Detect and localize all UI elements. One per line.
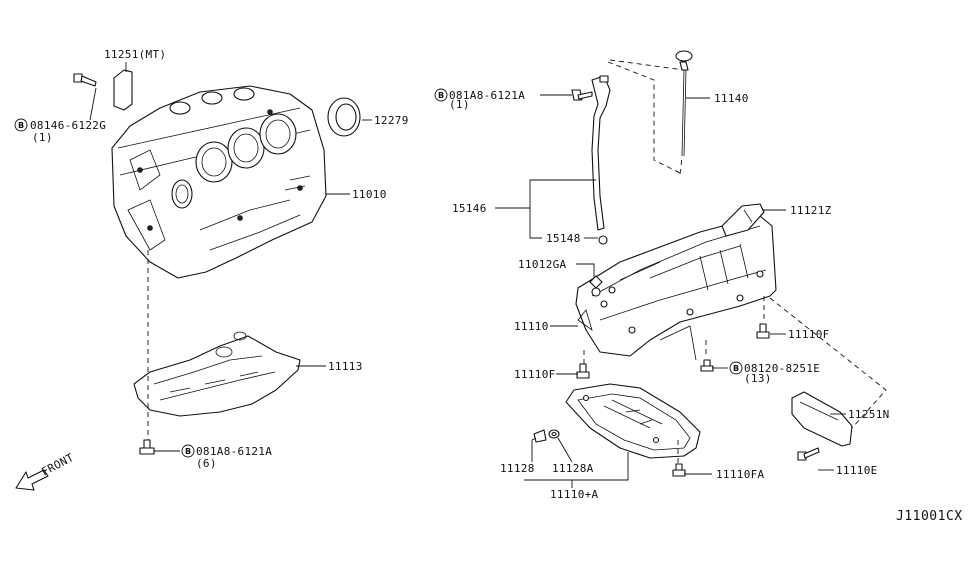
label-11110f-left[interactable]: 11110F xyxy=(514,368,556,381)
oil-seal-12279[interactable] xyxy=(327,97,361,137)
engine-block-11010[interactable] xyxy=(73,69,327,279)
bolt-08120-8251e[interactable] xyxy=(700,359,714,372)
label-11128a[interactable]: 11128A xyxy=(552,462,594,475)
label-11140[interactable]: 11140 xyxy=(714,92,749,105)
baffle-plate-11113[interactable] xyxy=(133,331,301,417)
bolt-symbol-081a8-top: B xyxy=(434,88,448,102)
bolt-11110f-left[interactable] xyxy=(576,363,590,379)
label-12279[interactable]: 12279 xyxy=(374,114,409,127)
label-11110e[interactable]: 11110E xyxy=(836,464,878,477)
label-08146-qty: (1) xyxy=(32,131,53,144)
assembly-dashed-lines xyxy=(147,59,887,464)
dipstick-11140[interactable] xyxy=(675,50,693,157)
bolt-symbol-text: B xyxy=(438,91,444,100)
label-11012ga[interactable]: 11012GA xyxy=(518,258,567,271)
sensor-11251mt[interactable] xyxy=(113,69,133,111)
label-15146[interactable]: 15146 xyxy=(452,202,487,215)
front-arrow-icon xyxy=(15,469,49,491)
drain-plug-11128[interactable] xyxy=(533,429,547,443)
label-08146-6122g[interactable]: 08146-6122G xyxy=(30,119,106,132)
label-11128[interactable]: 11128 xyxy=(500,462,535,475)
label-11251n[interactable]: 11251N xyxy=(848,408,890,421)
label-11110[interactable]: 11110 xyxy=(514,320,549,333)
label-15148[interactable]: 15148 xyxy=(546,232,581,245)
bolt-symbol-08146: B xyxy=(14,118,28,132)
o-ring-15148[interactable] xyxy=(598,235,608,245)
label-081a8-bottom-qty: (6) xyxy=(196,457,217,470)
oil-pan-lower-11110a[interactable] xyxy=(565,383,701,459)
leader-lines xyxy=(89,62,846,488)
bolt-symbol-081a8-bottom: B xyxy=(181,444,195,458)
label-11121z[interactable]: 11121Z xyxy=(790,204,832,217)
label-081a8-6121a-top[interactable]: 081A8-6121A xyxy=(449,89,525,102)
label-11110fa[interactable]: 11110FA xyxy=(716,468,765,481)
diagram-code: J11001CX xyxy=(896,509,963,524)
part-labels: 11251(MT) 08146-6122G (1) 12279 11010 11… xyxy=(30,48,890,501)
strainer-11121z[interactable] xyxy=(721,203,765,237)
label-11010[interactable]: 11010 xyxy=(352,188,387,201)
label-11110f-right[interactable]: 11110F xyxy=(788,328,830,341)
bolt-081a8-6121a-bottom[interactable] xyxy=(139,439,155,455)
bolt-11110f-right[interactable] xyxy=(756,323,770,339)
bolt-symbol-text: B xyxy=(18,121,24,130)
bolt-11110e[interactable] xyxy=(797,447,820,461)
front-indicator: FRONT xyxy=(15,451,76,491)
cover-11251n[interactable] xyxy=(791,391,853,447)
label-11113[interactable]: 11113 xyxy=(328,360,363,373)
label-081a8-6121a-bottom[interactable]: 081A8-6121A xyxy=(196,445,272,458)
bolt-symbol-text: B xyxy=(185,447,191,456)
guide-tube-15146[interactable] xyxy=(591,75,611,231)
bolt-081a8-6121a-top[interactable] xyxy=(571,89,593,101)
label-11110a[interactable]: 11110+A xyxy=(550,488,599,501)
front-label: FRONT xyxy=(39,451,76,479)
bolt-08146-6122g[interactable] xyxy=(73,73,97,87)
label-081a8-top-qty: (1) xyxy=(449,98,470,111)
label-08120-qty: (13) xyxy=(744,372,772,385)
bolt-11110fa[interactable] xyxy=(672,463,686,477)
oil-pan-upper-11110[interactable] xyxy=(575,203,777,361)
bolt-symbol-08120: B xyxy=(729,361,743,375)
washer-11128a[interactable] xyxy=(548,429,560,439)
label-11251mt[interactable]: 11251(MT) xyxy=(104,48,166,61)
label-08120-8251e[interactable]: 08120-8251E xyxy=(744,362,820,375)
bolt-symbol-text: B xyxy=(733,364,739,373)
